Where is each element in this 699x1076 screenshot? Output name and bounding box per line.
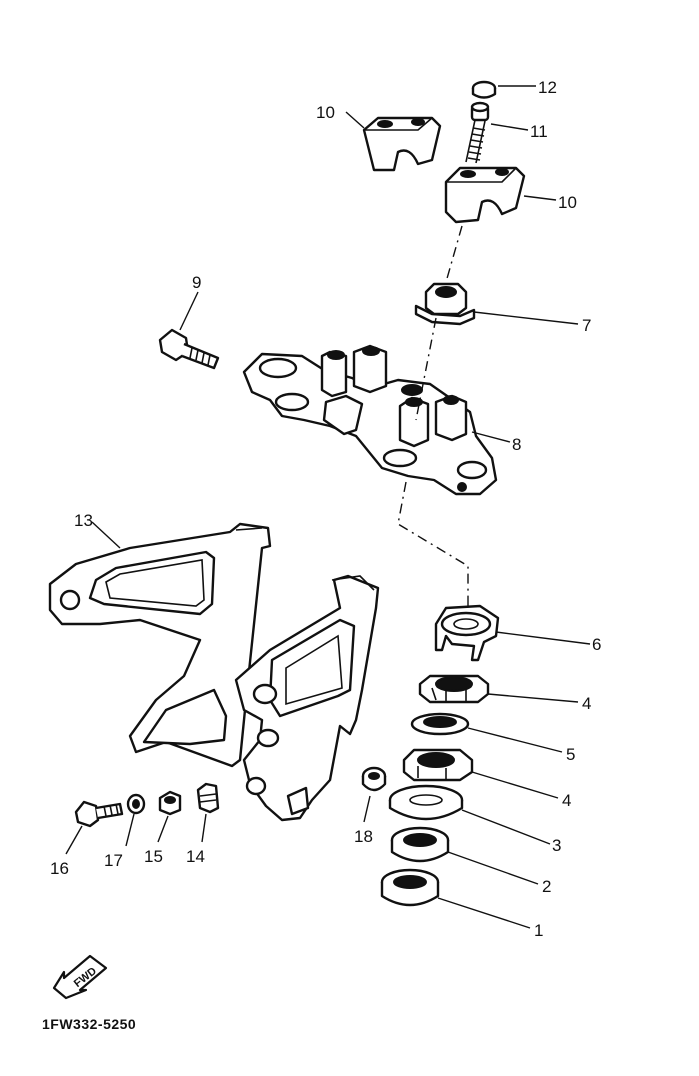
part-4-ring-nut-upper: [418, 674, 490, 704]
callout-4-upper: 4: [582, 694, 591, 713]
centre-line-lower: [397, 481, 469, 608]
part-8-upper-bracket: [242, 344, 498, 496]
callout-6: 6: [592, 635, 601, 654]
forward-arrow-icon: FWD: [52, 954, 108, 1000]
callout-4-lower: 4: [562, 791, 571, 810]
part-3-race-cover: [388, 784, 464, 821]
part-6-lock-washer: [434, 604, 500, 662]
part-1-bearing-race: [380, 868, 440, 907]
part-9-bolt: [158, 328, 220, 370]
part-15-collar: [158, 790, 182, 816]
callout-5: 5: [566, 745, 575, 764]
part-11-bolt: [465, 101, 490, 164]
callout-12: 12: [538, 78, 557, 97]
part-7-nut: [414, 282, 476, 326]
part-10-holder-left: [362, 116, 442, 172]
part-2-bearing: [390, 826, 450, 863]
callout-2: 2: [542, 877, 551, 896]
callout-14: 14: [186, 847, 205, 866]
part-18-collar: [361, 766, 387, 792]
callout-8: 8: [512, 435, 521, 454]
part-14-grommet: [196, 782, 220, 814]
callout-9: 9: [192, 273, 201, 292]
callout-1: 1: [534, 921, 543, 940]
callout-17: 17: [104, 851, 123, 870]
part-5-washer: [410, 712, 470, 736]
callout-10-right: 10: [558, 193, 577, 212]
centre-line-upper: [445, 225, 463, 283]
part-13-bracket-stay: [48, 522, 380, 822]
centre-line-stem: [415, 317, 437, 421]
part-10-holder-right: [444, 166, 526, 224]
callout-15: 15: [144, 847, 163, 866]
callout-13: 13: [74, 511, 93, 530]
leader-lines: [65, 85, 591, 929]
diagram-part-code: 1FW332-5250: [42, 1016, 137, 1032]
callout-16: 16: [50, 859, 69, 878]
part-12-cap: [471, 80, 497, 99]
callout-18: 18: [354, 827, 373, 846]
part-4-ring-nut-lower: [402, 748, 474, 782]
part-17-washer: [126, 793, 146, 815]
callout-3: 3: [552, 836, 561, 855]
callout-11: 11: [530, 122, 548, 141]
callout-7: 7: [582, 316, 591, 335]
callout-10-left: 10: [316, 103, 335, 122]
part-16-bolt: [74, 800, 124, 828]
